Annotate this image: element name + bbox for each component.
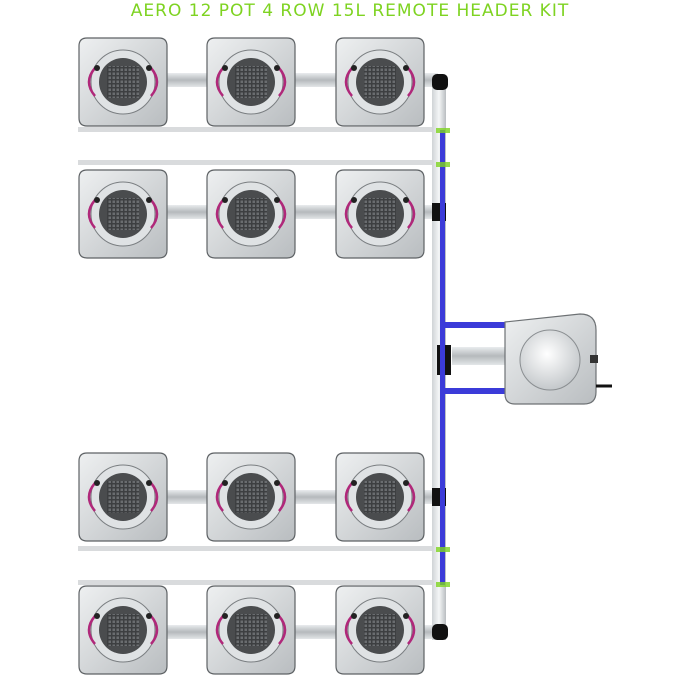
drip-line xyxy=(278,199,287,229)
drip-line xyxy=(150,615,159,645)
pot-icon xyxy=(78,169,168,259)
row-pipes xyxy=(160,73,438,639)
drip-line xyxy=(150,199,159,229)
drip-line xyxy=(407,615,416,645)
drip-line xyxy=(87,615,96,645)
pot-icon xyxy=(78,585,168,675)
drip-line xyxy=(278,67,287,97)
drip-line xyxy=(215,482,224,512)
pot-icon xyxy=(335,37,425,127)
drip-line xyxy=(407,199,416,229)
row-rails xyxy=(78,127,440,585)
drip-line xyxy=(344,67,353,97)
drip-line xyxy=(150,67,159,97)
pots-group xyxy=(78,37,425,675)
drip-line xyxy=(87,482,96,512)
pot-icon xyxy=(206,37,296,127)
kit-title: AERO 12 POT 4 ROW 15L REMOTE HEADER KIT xyxy=(130,1,570,21)
pot-icon xyxy=(206,452,296,542)
pot-icon xyxy=(78,452,168,542)
drip-line xyxy=(278,615,287,645)
pot-icon xyxy=(335,585,425,675)
pot-icon xyxy=(335,452,425,542)
pot-icon xyxy=(335,169,425,259)
drip-line xyxy=(344,615,353,645)
drip-line xyxy=(344,199,353,229)
drip-line xyxy=(344,482,353,512)
drip-line xyxy=(87,67,96,97)
pot-icon xyxy=(206,585,296,675)
pot-icon xyxy=(78,37,168,127)
drip-line xyxy=(407,67,416,97)
drip-line xyxy=(215,67,224,97)
feed-pipe xyxy=(436,128,510,587)
drip-line xyxy=(150,482,159,512)
drip-line xyxy=(278,482,287,512)
drip-line xyxy=(215,615,224,645)
header-tank-icon xyxy=(452,313,612,405)
drip-line xyxy=(87,199,96,229)
pot-icon xyxy=(206,169,296,259)
drip-line xyxy=(215,199,224,229)
drip-line xyxy=(407,482,416,512)
